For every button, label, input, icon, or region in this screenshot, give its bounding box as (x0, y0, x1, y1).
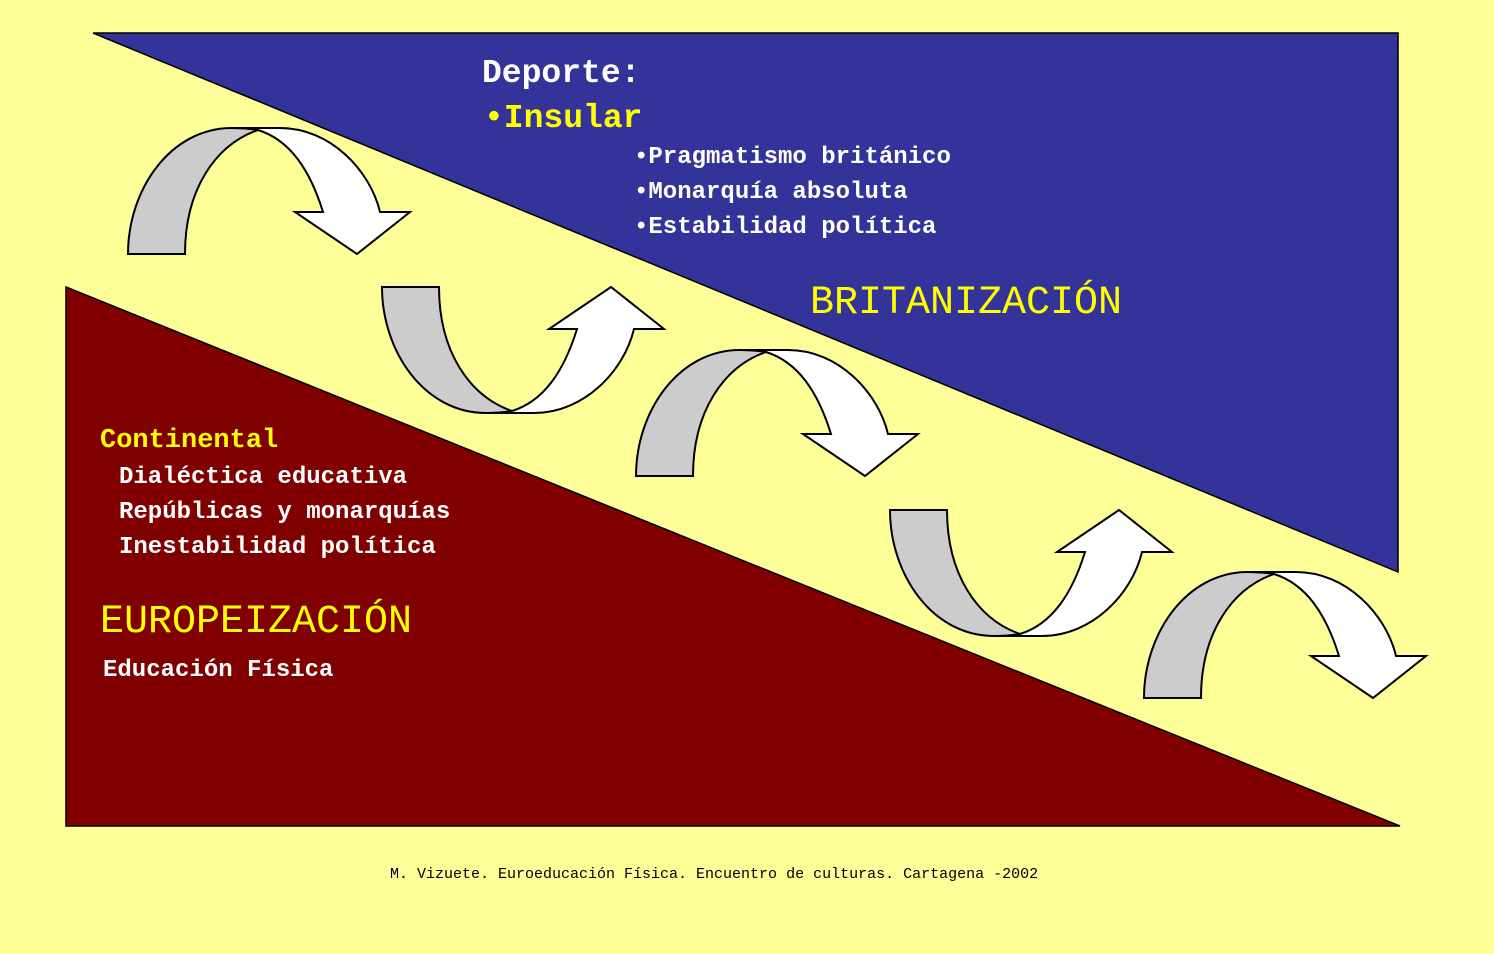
curved-arrow-up-icon (381, 286, 665, 414)
europeizacion-item: Inestabilidad política (119, 534, 436, 561)
curved-arrow-down-icon (1143, 571, 1427, 699)
britanizacion-subheading: •Insular (484, 100, 643, 137)
britanizacion-heading: Deporte: (482, 55, 641, 92)
curved-arrow-up-icon (889, 509, 1173, 637)
footer-citation: M. Vizuete. Euroeducación Física. Encuen… (390, 866, 1039, 883)
britanizacion-item: •Estabilidad política (634, 214, 937, 241)
britanizacion-item: •Monarquía absoluta (634, 179, 908, 206)
europeizacion-item: Repúblicas y monarquías (119, 499, 451, 526)
europeizacion-title: EUROPEIZACIÓN (100, 600, 413, 645)
europeizacion-subheading: Continental (100, 426, 279, 456)
britanizacion-triangle (92, 32, 1399, 574)
britanizacion-title: BRITANIZACIÓN (810, 281, 1123, 326)
europeizacion-footer-label: Educación Física (103, 657, 334, 684)
europeizacion-item: Dialéctica educativa (119, 464, 408, 491)
europeizacion-triangle (65, 285, 1401, 827)
britanizacion-item: •Pragmatismo británico (634, 144, 951, 171)
curved-arrow-down-icon (635, 349, 919, 477)
